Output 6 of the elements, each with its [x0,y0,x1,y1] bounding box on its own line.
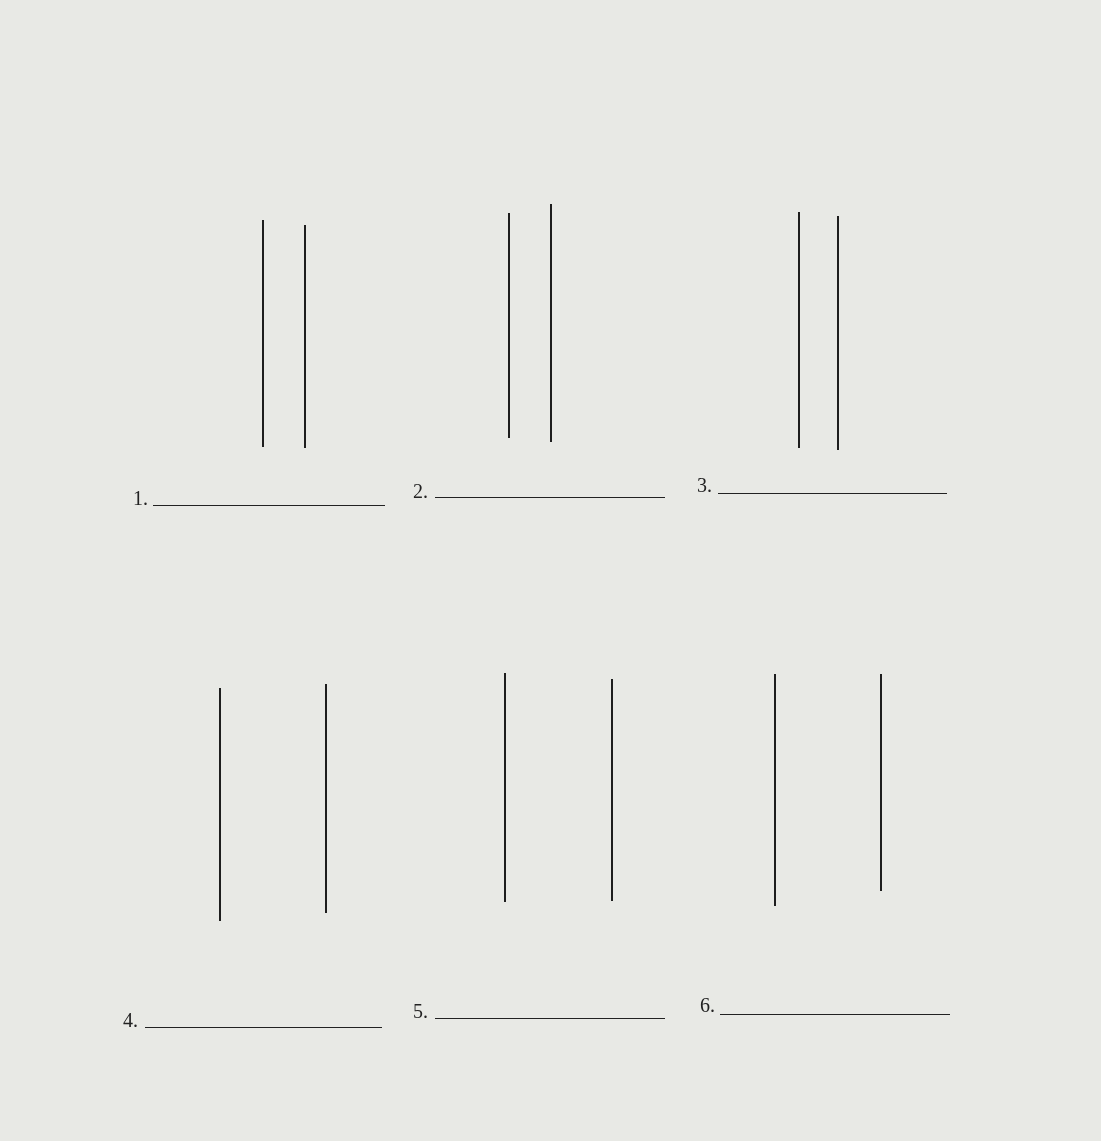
question-number: 5. [413,1000,428,1022]
question-number: 2. [413,480,428,502]
question-number: 6. [700,994,715,1016]
question-number: 3. [697,474,712,496]
question-number: 4. [123,1009,138,1031]
question-number: 1. [133,487,148,509]
